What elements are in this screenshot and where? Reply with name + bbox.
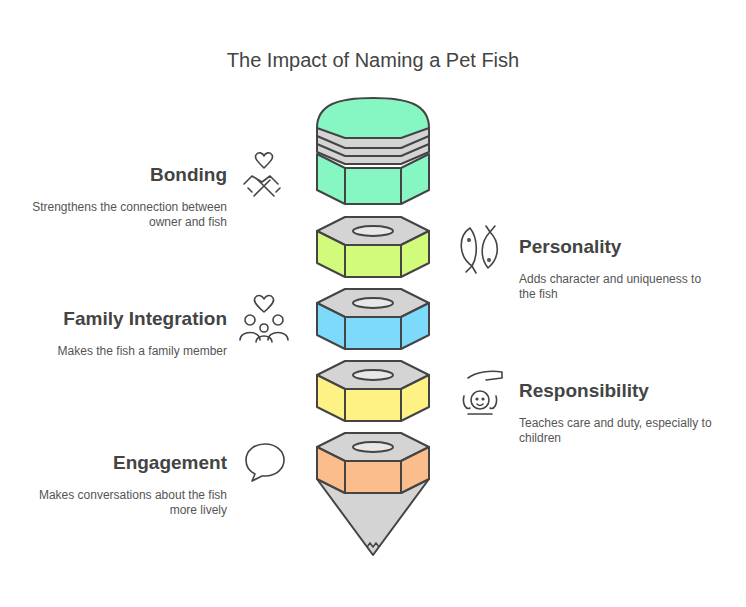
segment-description: Strengthens the connection between owner…: [27, 200, 227, 230]
segment-heading: Responsibility: [519, 380, 719, 402]
cylinder-segment-shape: [317, 98, 429, 205]
segment-description: Makes conversations about the fish more …: [27, 488, 227, 518]
segment-label: PersonalityAdds character and uniqueness…: [519, 236, 719, 302]
segment-label: ResponsibilityTeaches care and duty, esp…: [519, 380, 719, 446]
stack-segment: ResponsibilityTeaches care and duty, esp…: [317, 361, 429, 421]
stack-segment: EngagementMakes conversations about the …: [317, 433, 429, 493]
segment-heading: Bonding: [27, 164, 227, 186]
segment-label: BondingStrengthens the connection betwee…: [27, 164, 227, 230]
segment-label: Family IntegrationMakes the fish a famil…: [27, 308, 227, 359]
hex-segment-shape: [317, 217, 429, 277]
segment-description: Adds character and uniqueness to the fis…: [519, 272, 719, 302]
segment-description: Makes the fish a family member: [27, 344, 227, 359]
stack-segment: Family IntegrationMakes the fish a famil…: [317, 289, 429, 349]
stack-segment: BondingStrengthens the connection betwee…: [317, 98, 429, 205]
handshake-icon: [244, 153, 280, 196]
segment-heading: Engagement: [27, 452, 227, 474]
cone-segment-shape: [317, 433, 429, 493]
fish-icon: [461, 226, 497, 273]
care-icon: [463, 371, 502, 414]
segment-label: EngagementMakes conversations about the …: [27, 452, 227, 518]
family-icon: [240, 295, 288, 342]
segment-heading: Personality: [519, 236, 719, 258]
stack-segment: PersonalityAdds character and uniqueness…: [317, 217, 429, 277]
speech-bubble-icon: [246, 444, 284, 481]
diagram-title: The Impact of Naming a Pet Fish: [0, 47, 746, 73]
hex-segment-shape: [317, 289, 429, 349]
hex-segment-shape: [317, 361, 429, 421]
segment-description: Teaches care and duty, especially to chi…: [519, 416, 719, 446]
segment-heading: Family Integration: [27, 308, 227, 330]
